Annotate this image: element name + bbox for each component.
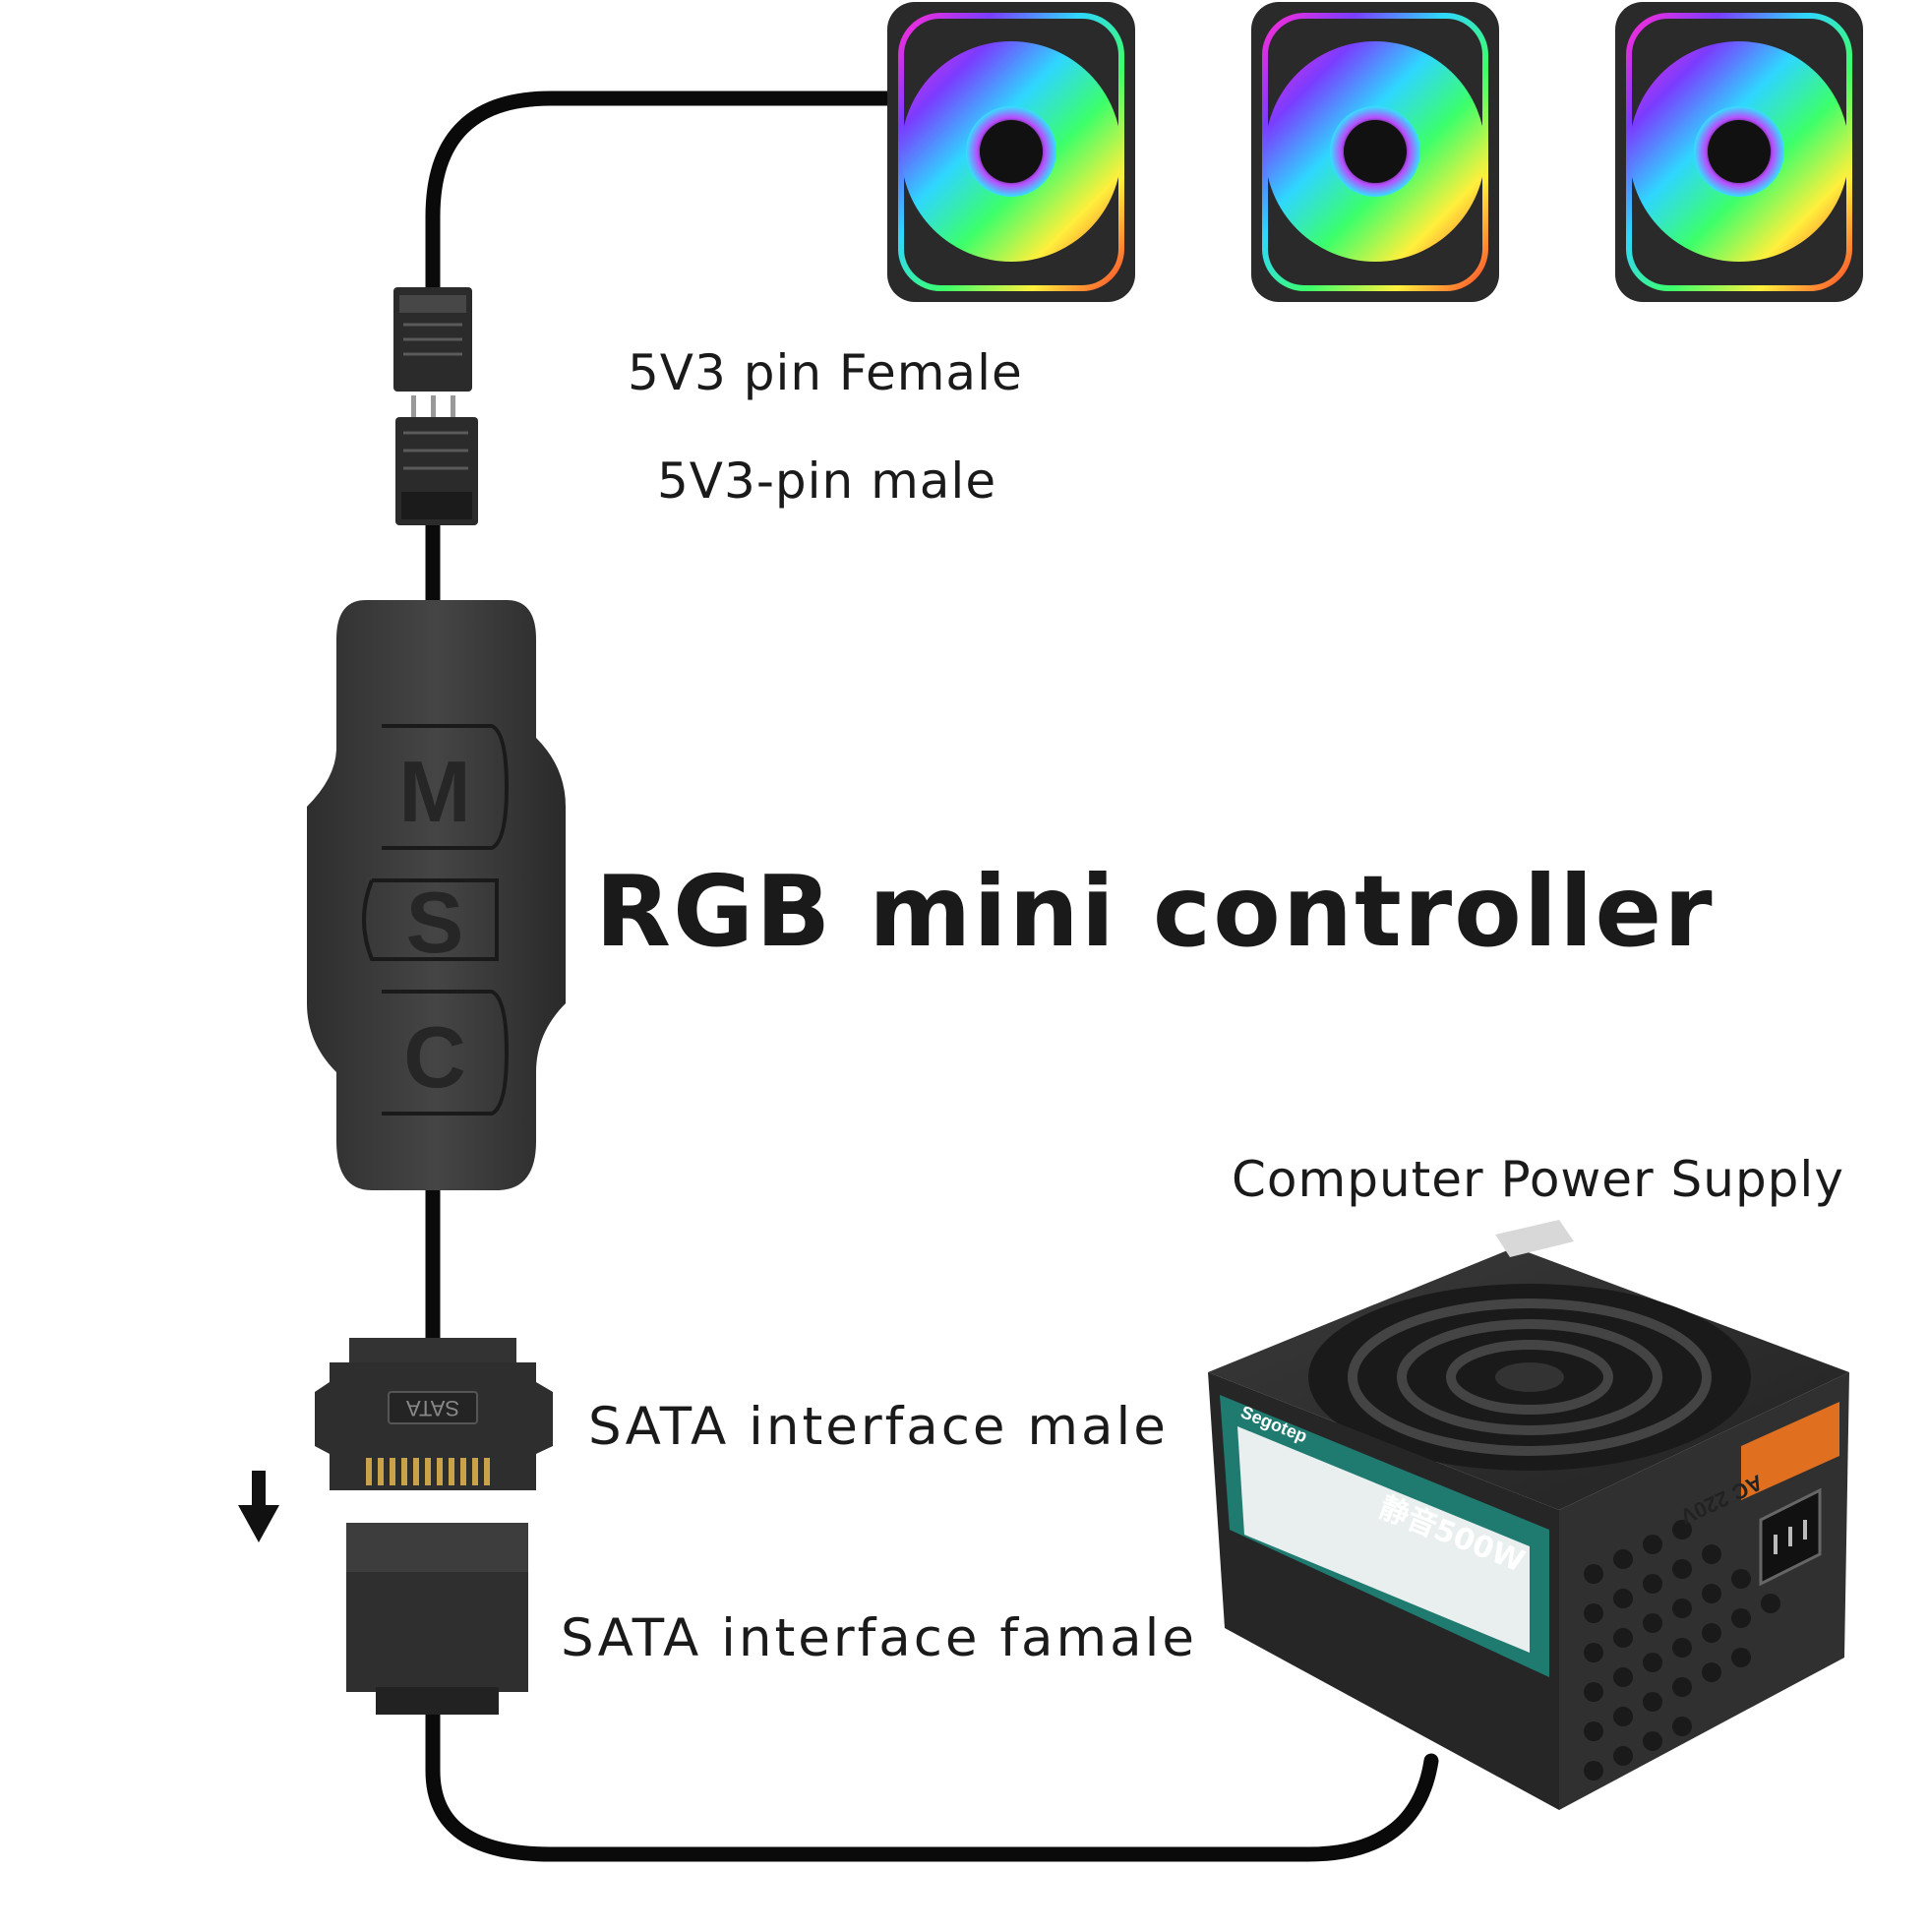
label-pin-male: 5V3-pin male xyxy=(657,453,997,510)
label-controller: RGB mini controller xyxy=(595,854,1715,969)
connector-pins xyxy=(411,395,455,417)
button-s-outline xyxy=(362,878,499,961)
sata-female-connector xyxy=(346,1523,528,1715)
rgb-controller: M S C xyxy=(307,600,566,1190)
cable-bottom xyxy=(425,1704,1439,1862)
sata-male-text: SATA xyxy=(406,1396,460,1420)
sata-pins xyxy=(366,1458,490,1485)
label-pin-female: 5V3 pin Female xyxy=(628,344,1023,401)
voltage-badge xyxy=(1741,1402,1839,1500)
psu-side-vents xyxy=(1584,1520,1780,1781)
label-psu: Computer Power Supply xyxy=(1232,1151,1844,1208)
cable-top xyxy=(425,91,898,303)
fan-icon xyxy=(887,2,1135,302)
pin-male-connector xyxy=(395,417,478,525)
fan-icon xyxy=(1251,2,1499,302)
fan-icon xyxy=(1615,2,1863,302)
label-sata-male: SATA interface male xyxy=(588,1397,1169,1457)
pin-female-connector xyxy=(393,287,472,392)
label-sata-female: SATA interface famale xyxy=(561,1608,1197,1668)
button-c-label: C xyxy=(403,1008,466,1106)
arrow-down-icon xyxy=(238,1471,279,1542)
psu-unit: Segotep 静音500W AC 220V xyxy=(1208,1220,1849,1810)
button-m-label: M xyxy=(398,743,470,840)
button-c-outline xyxy=(382,990,510,1116)
button-s-label: S xyxy=(406,874,464,971)
sata-male-connector: SATA xyxy=(315,1338,553,1490)
button-m-outline xyxy=(382,724,510,850)
